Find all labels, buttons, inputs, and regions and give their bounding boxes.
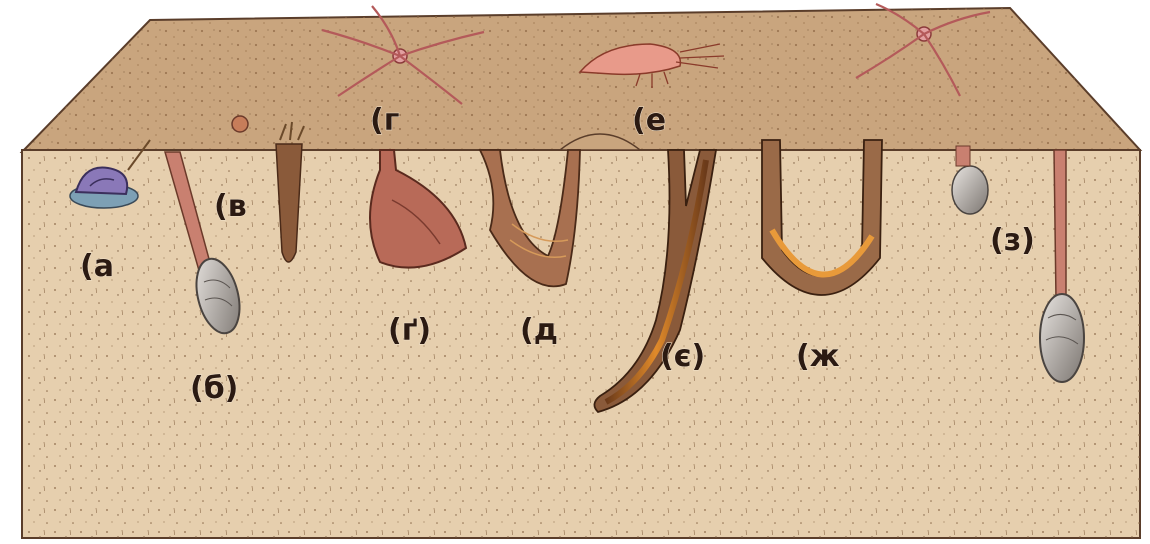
label-z: (з) <box>990 223 1035 258</box>
label-g-bottom: (ґ) <box>388 313 431 348</box>
label-a: (а <box>80 249 114 284</box>
label-d: (д <box>520 313 558 348</box>
small-surface-crab <box>232 116 248 132</box>
label-v: (в <box>214 189 247 224</box>
label-zh: (ж <box>796 339 840 374</box>
sand-surface-texture <box>22 8 1140 152</box>
label-b: (б) <box>190 371 238 406</box>
label-g-top: (г <box>370 103 399 138</box>
label-ye: (є) <box>660 339 705 374</box>
label-e: (е <box>632 103 666 138</box>
